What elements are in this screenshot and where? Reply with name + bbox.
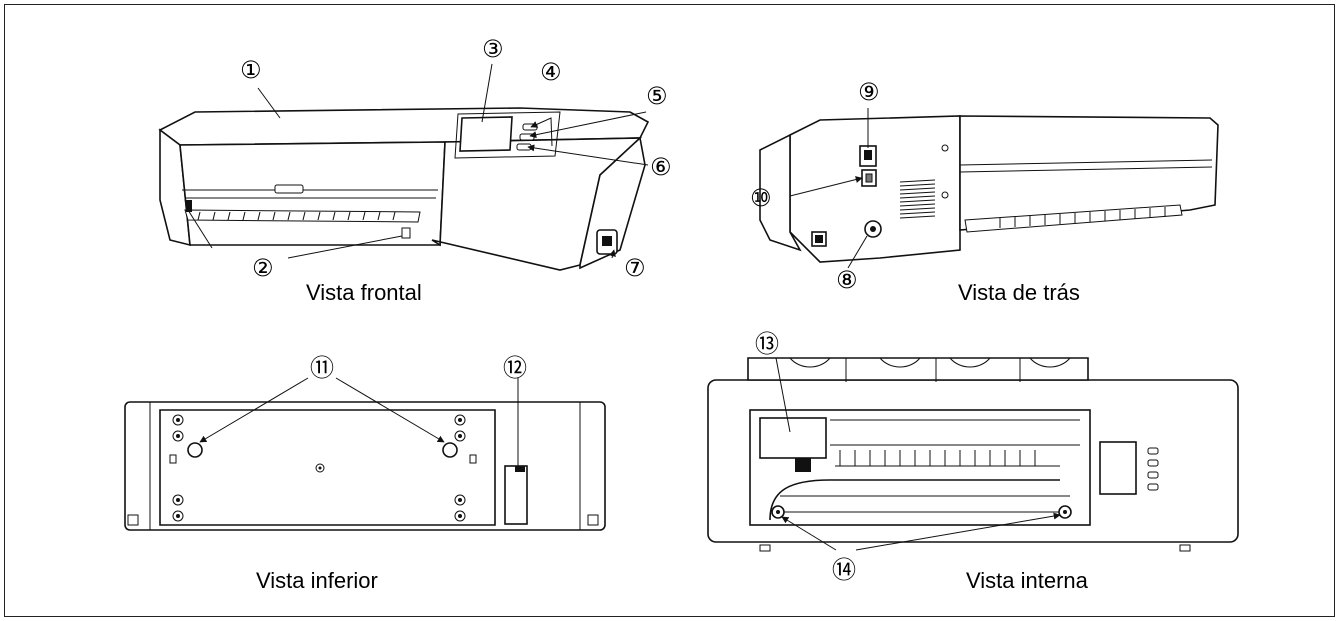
caption-internal-view: Vista interna — [966, 568, 1089, 593]
callout-4: ④ — [540, 58, 562, 86]
callout-2: ② — [252, 254, 274, 282]
callout-1: ① — [240, 56, 262, 84]
callout-5: ⑤ — [646, 82, 668, 110]
internal-view-leaders — [775, 357, 1061, 551]
rear-view-leaders — [789, 108, 869, 269]
caption-rear-view: Vista de trás — [958, 280, 1080, 305]
front-view-leaders — [187, 63, 649, 259]
bottom-view-leaders — [199, 377, 519, 468]
callout-7: ⑦ — [624, 254, 646, 282]
front-view-illustration — [158, 107, 650, 271]
internal-view-illustration — [707, 357, 1239, 552]
callout-9: ⑨ — [858, 78, 880, 106]
rear-view-illustration — [759, 115, 1219, 263]
callout-3: ③ — [482, 35, 504, 63]
bottom-view-illustration — [124, 401, 606, 531]
callout-10: ⑩ — [750, 184, 772, 212]
callout-14: ⑭ — [832, 556, 856, 584]
callout-13: ⑬ — [755, 330, 779, 358]
caption-bottom-view: Vista inferior — [256, 568, 378, 593]
caption-front-view: Vista frontal — [306, 280, 422, 305]
callout-8: ⑧ — [836, 266, 858, 294]
callout-12: ⑫ — [503, 354, 527, 382]
callout-6: ⑥ — [650, 153, 672, 181]
callout-11: ⑪ — [310, 354, 334, 382]
